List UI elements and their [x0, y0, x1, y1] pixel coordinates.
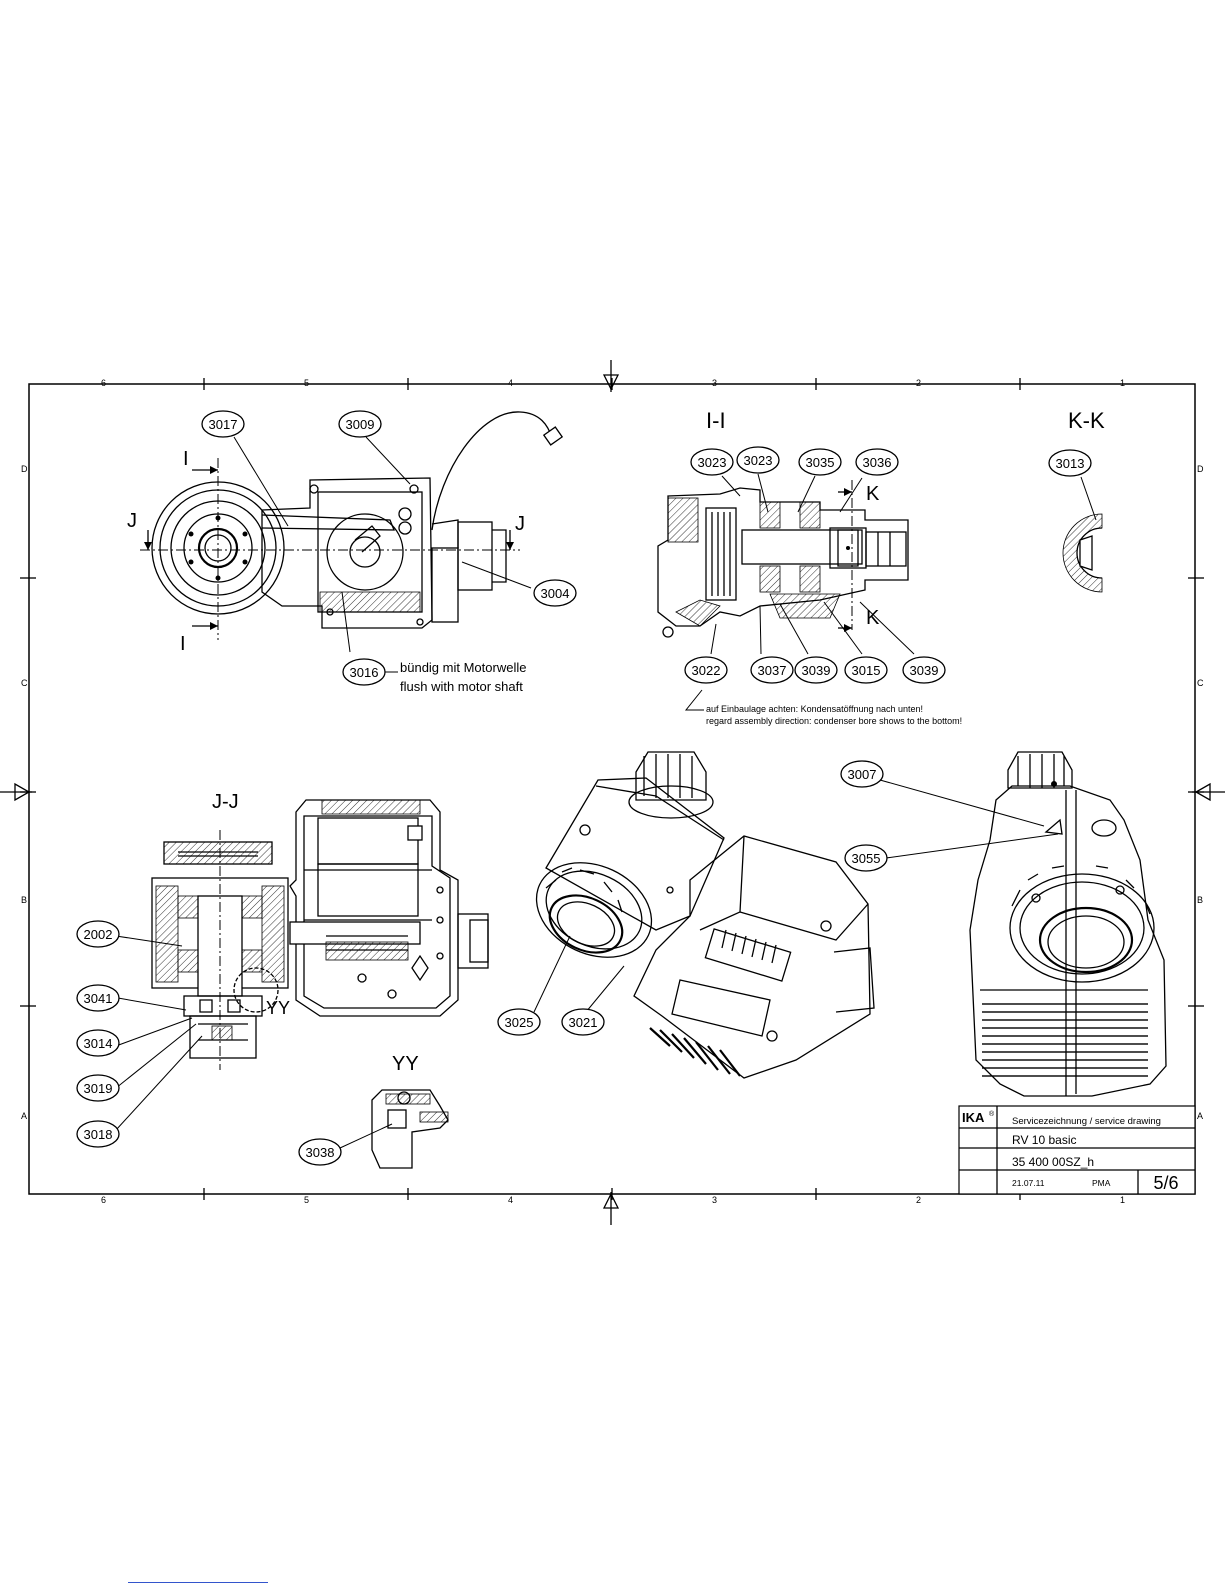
detail-title-yy: YY — [392, 1053, 419, 1075]
part-label-3014: 3014 — [84, 1036, 113, 1051]
row-label-d: D — [21, 464, 28, 474]
drawing-date: 21.07.11 — [1012, 1178, 1045, 1188]
detail-marker-yy: YY — [266, 998, 290, 1018]
col-label-2: 2 — [916, 378, 921, 388]
col-label-6-bottom: 6 — [101, 1195, 106, 1205]
part-label-2002: 2002 — [84, 927, 113, 942]
row-label-a: A — [21, 1111, 27, 1121]
part-label-3036: 3036 — [863, 455, 892, 470]
section-title-k-k: K-K — [1068, 408, 1105, 433]
drawing-number: 35 400 00SZ_h — [1012, 1155, 1094, 1169]
section-i-i-view: K K I-I auf Einbaulage achten: Kondensat… — [657, 408, 962, 726]
cut-marker-k-bottom: K — [866, 607, 880, 629]
part-label-3004: 3004 — [541, 586, 570, 601]
col-label-6: 6 — [101, 378, 106, 388]
assembly-note-de: auf Einbaulage achten: Kondensatöffnung … — [706, 704, 923, 714]
flush-note-en: flush with motor shaft — [400, 679, 523, 694]
col-label-3: 3 — [712, 378, 717, 388]
part-label-3038: 3038 — [306, 1145, 335, 1160]
part-label-3035: 3035 — [806, 455, 835, 470]
part-label-3017: 3017 — [209, 417, 238, 432]
detail-yy-view: YY — [371, 1053, 449, 1169]
assembly-note-en: regard assembly direction: condenser bor… — [706, 716, 962, 726]
drawing-author: PMA — [1092, 1178, 1111, 1188]
title-block: IKA ® Servicezeichnung / service drawing… — [958, 1105, 1196, 1195]
col-label-4: 4 — [508, 378, 513, 388]
cut-marker-i-bottom: I — [180, 633, 186, 655]
col-label-4-bottom: 4 — [508, 1195, 513, 1205]
part-label-3009: 3009 — [346, 417, 375, 432]
part-label-3039-a: 3039 — [802, 663, 831, 678]
section-j-j-view: J-J YY — [151, 791, 489, 1070]
row-label-a-right: A — [1197, 1111, 1203, 1121]
part-label-3023-b: 3023 — [744, 453, 773, 468]
part-label-3018: 3018 — [84, 1127, 113, 1142]
ika-logo-mark: ® — [989, 1110, 995, 1118]
part-label-3016: 3016 — [350, 665, 379, 680]
row-label-b-right: B — [1197, 895, 1203, 905]
motor-side-view: I I J J bündig mit Motorwelle flush with… — [127, 411, 564, 694]
part-label-3019: 3019 — [84, 1081, 113, 1096]
leader-lines — [115, 436, 1097, 1149]
col-label-1-bottom: 1 — [1120, 1195, 1125, 1205]
row-label-d-right: D — [1197, 464, 1204, 474]
col-label-3-bottom: 3 — [712, 1195, 717, 1205]
drawing-type: Servicezeichnung / service drawing — [1012, 1116, 1161, 1127]
part-label-3021: 3021 — [569, 1015, 598, 1030]
section-title-i-i: I-I — [706, 408, 726, 433]
bottom-link-underline — [128, 1582, 268, 1583]
part-label-3007: 3007 — [848, 767, 877, 782]
cut-marker-j-left: J — [127, 510, 137, 532]
col-label-2-bottom: 2 — [916, 1195, 921, 1205]
col-label-5: 5 — [304, 378, 309, 388]
ika-logo: IKA — [962, 1110, 985, 1125]
part-label-3039-b: 3039 — [910, 663, 939, 678]
col-label-1: 1 — [1120, 378, 1125, 388]
cut-marker-k-top: K — [866, 483, 880, 505]
cut-marker-i-top: I — [183, 448, 189, 470]
section-title-j-j: J-J — [212, 791, 239, 813]
isometric-motor-view — [535, 751, 875, 1079]
row-label-b: B — [21, 895, 27, 905]
sheet-number: 5/6 — [1153, 1173, 1178, 1193]
part-label-3055: 3055 — [852, 851, 881, 866]
flush-note-de: bündig mit Motorwelle — [400, 660, 526, 675]
part-label-3015: 3015 — [852, 663, 881, 678]
part-balloons: 3017 3009 3004 3016 3023 3023 3035 3036 … — [76, 410, 1092, 1166]
row-label-c-right: C — [1197, 678, 1204, 688]
part-label-3023-a: 3023 — [698, 455, 727, 470]
col-label-5-bottom: 5 — [304, 1195, 309, 1205]
drawing-frame: 6 5 4 3 2 1 6 5 4 3 2 1 D C B A D C B A — [0, 360, 1225, 1225]
part-label-3041: 3041 — [84, 991, 113, 1006]
part-label-3037: 3037 — [758, 663, 787, 678]
section-k-k-view: K-K — [1062, 408, 1105, 593]
part-label-3013: 3013 — [1056, 456, 1085, 471]
isometric-front-view — [969, 751, 1167, 1097]
part-label-3025: 3025 — [505, 1015, 534, 1030]
cut-marker-j-right: J — [515, 513, 525, 535]
part-label-3022: 3022 — [692, 663, 721, 678]
row-label-c: C — [21, 678, 28, 688]
model-name: RV 10 basic — [1012, 1133, 1076, 1147]
